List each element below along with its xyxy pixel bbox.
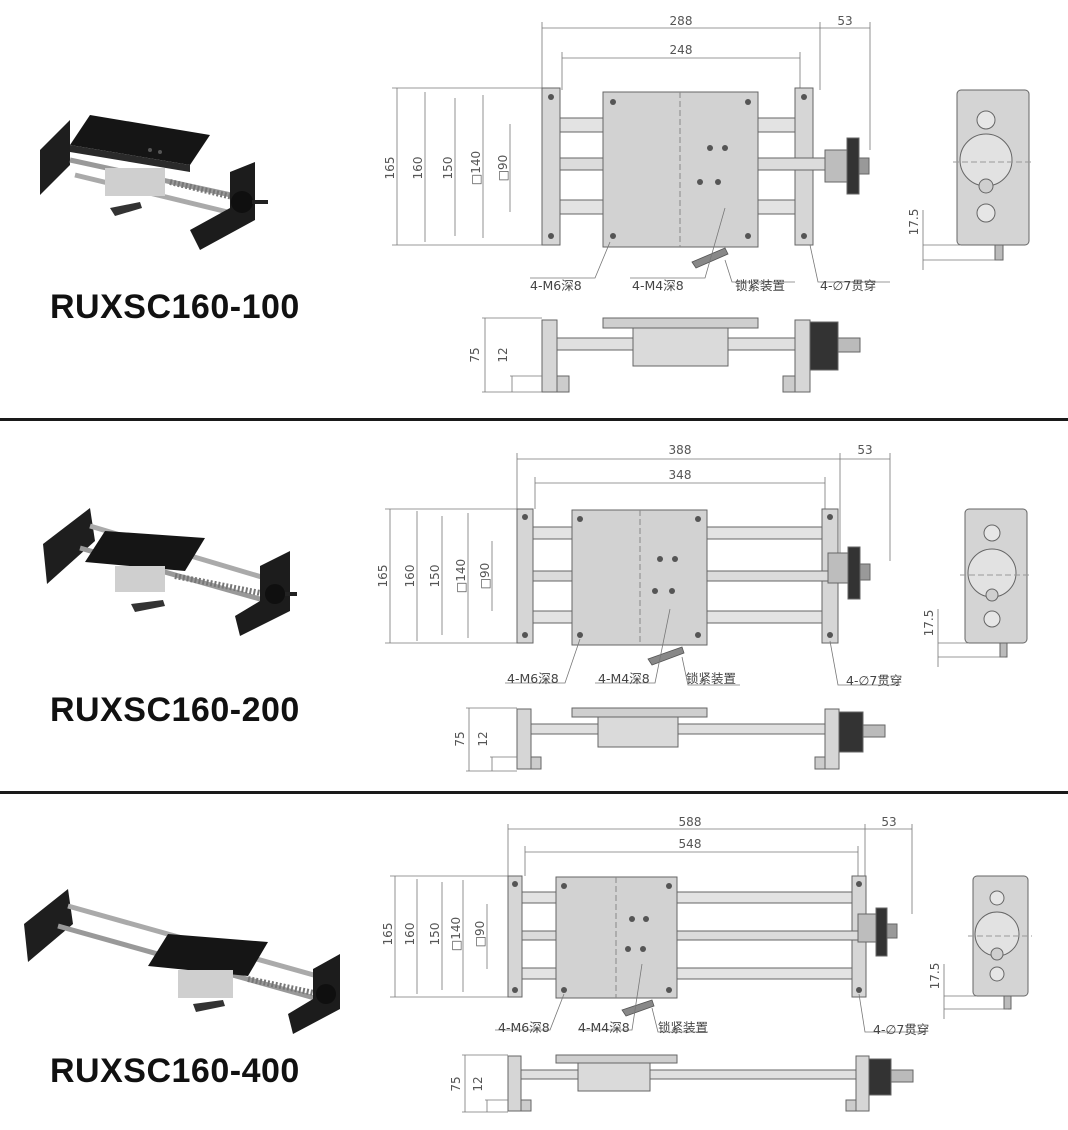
callout-m4: 4-M4深8 [598, 671, 650, 686]
dim-overall-length: 288 [670, 14, 693, 28]
callout-lock: 锁紧装置 [735, 278, 785, 293]
model-label: RUXSC160-400 [50, 1052, 300, 1090]
dim-side-height: 17.5 [928, 963, 942, 990]
dim-hole-pitch: 348 [669, 468, 692, 482]
callout-m4: 4-M4深8 [632, 278, 684, 293]
dim-hole-pitch-y: 150 [441, 157, 455, 180]
dim-total-height: 75 [453, 731, 467, 746]
model-label: RUXSC160-100 [50, 288, 300, 326]
dim-rail-span: 160 [403, 565, 417, 588]
callout-m6: 4-M6深8 [498, 1020, 550, 1035]
dim-base-width: 165 [383, 157, 397, 180]
product-photo-200 [43, 508, 297, 636]
dim-hole-pitch: 548 [679, 837, 702, 851]
dim-overall-length: 588 [679, 815, 702, 829]
dim-table-hole-pitch: □90 [496, 155, 510, 182]
dim-knob-extension: 53 [857, 443, 872, 457]
dim-hole-pitch: 248 [670, 43, 693, 57]
dim-total-height: 75 [468, 347, 482, 362]
section-divider [0, 791, 1068, 794]
product-section-200: RUXSC160-200 388 53 348 165 160 150 □140… [0, 421, 1068, 791]
dim-table-size: □140 [469, 151, 483, 185]
product-section-400: RUXSC160-400 588 53 548 165 160 150 □140… [0, 794, 1068, 1130]
technical-drawing-400: 588 53 548 165 160 150 □140 □90 [381, 815, 1032, 1113]
dim-rail-span: 160 [411, 157, 425, 180]
dim-total-height: 75 [449, 1076, 463, 1091]
dim-rail-height: 12 [471, 1076, 485, 1091]
callout-through: 4-∅7贯穿 [820, 278, 876, 293]
dim-hole-pitch-y: 150 [428, 923, 442, 946]
callout-lock: 锁紧装置 [686, 671, 736, 686]
dim-table-size: □140 [449, 917, 463, 951]
dim-knob-extension: 53 [837, 14, 852, 28]
callout-m6: 4-M6深8 [507, 671, 559, 686]
product-photo-400 [24, 889, 340, 1034]
dim-knob-extension: 53 [881, 815, 896, 829]
callout-lock: 锁紧装置 [658, 1020, 708, 1035]
callout-m6: 4-M6深8 [530, 278, 582, 293]
dim-base-width: 165 [381, 923, 395, 946]
callout-through: 4-∅7贯穿 [873, 1022, 929, 1037]
product-section-100: RUXSC160-100 288 53 248 165 160 150 □140… [0, 0, 1068, 418]
dim-base-width: 165 [376, 565, 390, 588]
callout-through: 4-∅7贯穿 [846, 673, 902, 688]
dim-rail-height: 12 [496, 347, 510, 362]
product-photo-100 [40, 115, 268, 250]
dim-side-height: 17.5 [922, 610, 936, 637]
dim-overall-length: 388 [669, 443, 692, 457]
technical-drawing-100: 288 53 248 165 160 150 □140 □90 [383, 14, 1033, 393]
callout-m4: 4-M4深8 [578, 1020, 630, 1035]
dim-side-height: 17.5 [907, 209, 921, 236]
section-divider [0, 418, 1068, 421]
dim-rail-height: 12 [476, 731, 490, 746]
model-label: RUXSC160-200 [50, 691, 300, 729]
dim-hole-pitch-y: 150 [428, 565, 442, 588]
dim-table-hole-pitch: □90 [473, 921, 487, 948]
technical-drawing-200: 388 53 348 165 160 150 □140 □90 [376, 443, 1032, 772]
dim-rail-span: 160 [403, 923, 417, 946]
dim-table-size: □140 [454, 559, 468, 593]
dim-table-hole-pitch: □90 [478, 563, 492, 590]
